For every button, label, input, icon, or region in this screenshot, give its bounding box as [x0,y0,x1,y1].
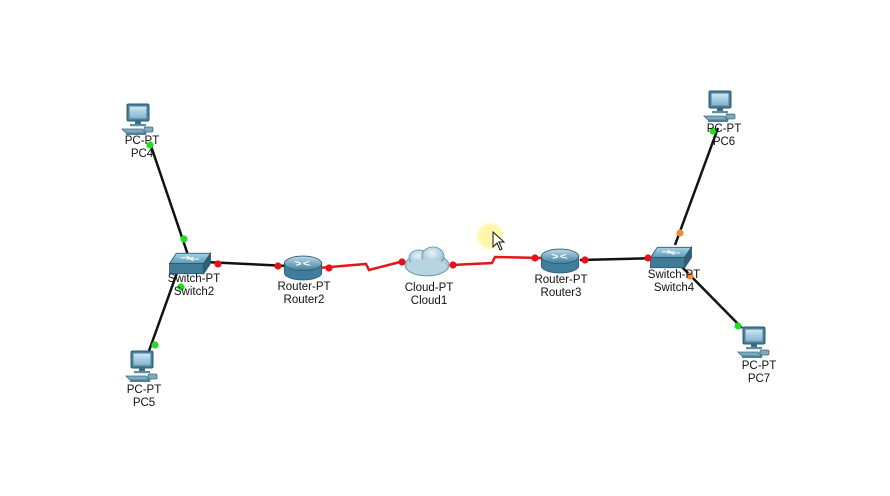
link-cloud1-router3-serial[interactable] [451,255,543,267]
router3-type: Router-PT [534,274,588,286]
status-light-down [325,264,333,272]
pc4-label: PC-PT PC4 [125,135,160,161]
pc5-device[interactable] [125,350,158,383]
router3-device[interactable] [540,248,580,274]
pc6-device[interactable] [703,90,736,123]
router-icon [283,255,323,281]
pc5-name: PC5 [132,397,156,409]
pc7-type: PC-PT [741,360,777,372]
status-light-down [644,254,652,262]
switch4-type: Switch-PT [647,269,701,281]
router2-type: Router-PT [277,281,331,293]
pc7-label: PC-PT PC7 [742,360,777,386]
status-light-blocking [686,272,694,280]
links-layer [143,127,743,363]
status-light-down [581,256,589,264]
status-light-up [180,235,188,243]
pc5-label: PC-PT PC5 [127,384,162,410]
pc6-name: PC6 [712,136,736,148]
switch2-label: Switch-PT Switch2 [168,273,220,299]
switch4-device[interactable] [650,246,692,269]
switch2-device[interactable] [169,252,211,275]
router2-name: Router2 [283,294,325,306]
switch-icon [169,252,211,275]
switch2-name: Switch2 [173,286,215,298]
pc-icon [703,90,736,123]
status-light-up [146,141,154,149]
pc5-type: PC-PT [126,384,162,396]
pc6-label: PC-PT PC6 [707,123,742,149]
status-light-down [531,254,539,262]
pc-icon [121,103,154,136]
cloud1-device[interactable] [404,246,450,277]
status-light-up [151,341,159,349]
router2-device[interactable] [283,255,323,281]
cloud1-type: Cloud-PT [404,282,454,294]
switch4-label: Switch-PT Switch4 [648,269,700,295]
router3-name: Router3 [540,287,582,299]
status-light-up [734,322,742,330]
pc4-type: PC-PT [124,135,160,147]
status-light-blocking [676,229,684,237]
switch-icon [650,246,692,269]
pc-icon [737,326,770,359]
pc7-device[interactable] [737,326,770,359]
status-light-up [709,127,717,135]
router3-label: Router-PT Router3 [534,274,587,300]
cloud-icon [404,246,450,277]
pc-icon [125,350,158,383]
switch2-type: Switch-PT [167,273,221,285]
pc4-name: PC4 [130,148,154,160]
status-lights [146,127,742,349]
status-light-down [274,262,282,270]
status-light-up [177,283,185,291]
link-switch2-pc5[interactable] [143,269,180,363]
status-light-down [214,260,222,268]
pc4-device[interactable] [121,103,154,136]
mouse-pointer-icon [492,230,506,251]
router2-label: Router-PT Router2 [277,281,330,307]
link-router2-cloud1-serial[interactable] [317,260,401,272]
status-light-down [398,258,406,266]
status-light-down [449,261,457,269]
link-switch4-pc6[interactable] [673,127,720,246]
cloud1-label: Cloud-PT Cloud1 [405,282,454,308]
switch4-name: Switch4 [653,282,695,294]
pc6-type: PC-PT [706,123,742,135]
router-icon [540,248,580,274]
pc7-name: PC7 [747,373,771,385]
cloud1-name: Cloud1 [410,295,448,307]
